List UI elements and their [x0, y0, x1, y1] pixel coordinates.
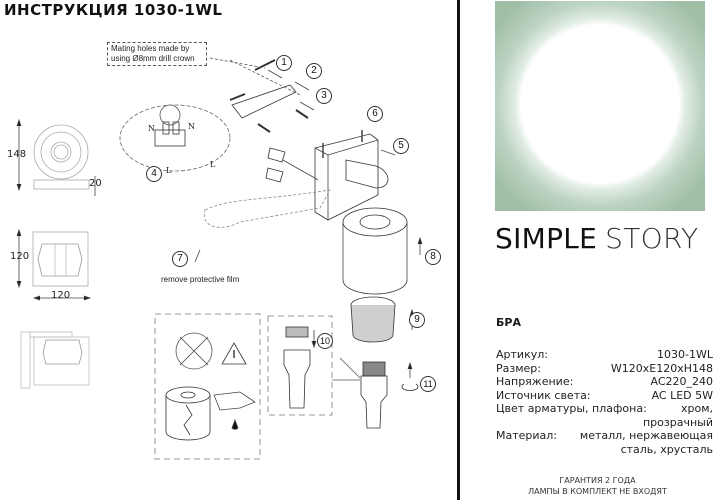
- spec-row-color: Цвет арматуры, плафона: хром,: [496, 402, 713, 416]
- spec-row-size: Размер: W120xE120xH148: [496, 362, 713, 376]
- spec-row-voltage: Напряжение: AC220_240: [496, 375, 713, 389]
- wire-label-l-right: L: [210, 160, 216, 169]
- product-hero-image: [495, 1, 705, 211]
- wire-label-n-left: N: [148, 124, 155, 133]
- spec-label: Напряжение:: [496, 375, 574, 388]
- spec-value: AC LED 5W: [651, 388, 713, 402]
- step-1-callout: 1: [276, 55, 292, 71]
- spec-value: 1030-1WL: [657, 348, 713, 361]
- mating-holes-note: Mating holes made by using Ø8mm drill cr…: [107, 42, 207, 66]
- spec-row-article: Артикул: 1030-1WL: [496, 348, 713, 362]
- spec-value-continued: сталь, хрусталь: [620, 442, 713, 456]
- brand-name-part2: STORY: [605, 222, 699, 255]
- spec-label: Размер:: [496, 361, 541, 375]
- spec-value: W120xE120xH148: [610, 361, 713, 375]
- step-11-callout: 11: [420, 376, 436, 392]
- footer-notes: ГАРАНТИЯ 2 ГОДА ЛАМПЫ В КОМПЛЕКТ НЕ ВХОД…: [480, 475, 715, 497]
- spec-value-continued: прозрачный: [642, 415, 713, 429]
- spec-list: Артикул: 1030-1WL Размер: W120xE120xH148 Н…: [496, 348, 713, 456]
- wire-label-n-right: N: [188, 122, 195, 131]
- step-6-callout: 6: [367, 106, 383, 122]
- spec-label: Источник света:: [496, 388, 591, 402]
- dimension-side-height: 120: [10, 251, 30, 262]
- step-4-callout: 4: [146, 166, 162, 182]
- spec-label: Артикул:: [496, 348, 548, 361]
- spec-value: хром,: [680, 402, 713, 415]
- mating-note-line-2: using Ø8mm drill crown: [111, 54, 195, 63]
- step-7-callout: 7: [172, 251, 188, 267]
- dimension-base: 20: [89, 178, 102, 189]
- step-5-callout: 5: [393, 138, 409, 154]
- spec-value: металл, нержавеющая: [579, 429, 713, 442]
- spec-value: AC220_240: [650, 375, 713, 388]
- lamps-note: ЛАМПЫ В КОМПЛЕКТ НЕ ВХОДЯТ: [528, 487, 667, 496]
- spec-label: Цвет арматуры, плафона:: [496, 402, 647, 415]
- warranty-note: ГАРАНТИЯ 2 ГОДА: [559, 476, 636, 485]
- step-8-callout: 8: [425, 249, 441, 265]
- spec-row-material: Материал: металл, нержавеющая: [496, 429, 713, 443]
- spec-row-light-source: Источник света: AC LED 5W: [496, 389, 713, 403]
- product-type: БРА: [496, 316, 521, 329]
- remove-film-label: remove protective film: [161, 275, 240, 284]
- brand-name-part1: SIMPLE: [495, 222, 598, 255]
- vertical-divider: [457, 0, 460, 500]
- step-10-callout: 10: [317, 333, 333, 349]
- wire-label-l-left: L: [166, 166, 172, 175]
- page-title: ИНСТРУКЦИЯ 1030-1WL: [4, 1, 223, 19]
- mating-note-line-1: Mating holes made by: [111, 44, 190, 53]
- step-3-callout: 3: [316, 88, 332, 104]
- assembly-drawing: [16, 57, 423, 460]
- assembly-diagram: Mating holes made by using Ø8mm drill cr…: [7, 42, 441, 460]
- step-2-callout: 2: [306, 63, 322, 79]
- dimension-height: 148: [7, 149, 27, 160]
- spec-label: Материал:: [496, 429, 558, 442]
- step-9-callout: 9: [409, 312, 425, 328]
- dimension-width: 120: [51, 290, 71, 301]
